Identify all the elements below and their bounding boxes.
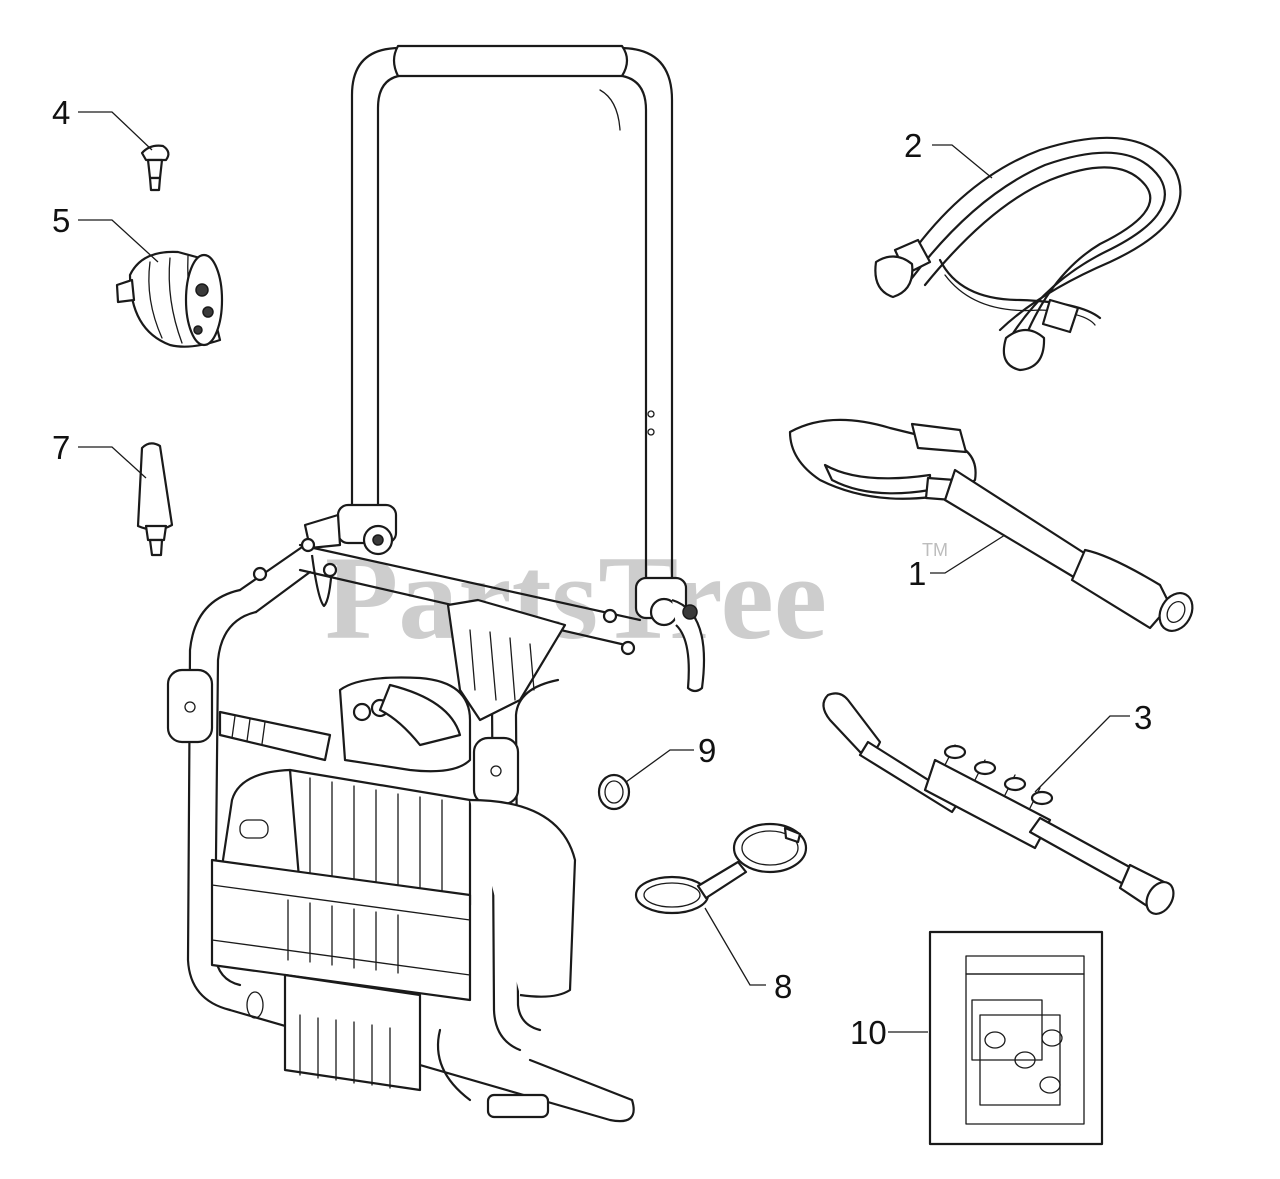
part-multi-nozzle-turret — [115, 250, 224, 348]
part-turbo-nozzle — [136, 442, 174, 557]
callout-1: 1 — [908, 555, 926, 592]
callout-3: 3 — [1134, 699, 1152, 736]
watermark-trademark: TM — [922, 540, 948, 560]
callout-5: 5 — [52, 202, 70, 239]
part-lance-wand — [822, 692, 1175, 915]
callout-2: 2 — [904, 127, 922, 164]
pressure-washer-main-unit — [166, 44, 706, 1123]
part-hardware-bag — [928, 930, 1104, 1146]
part-plug — [597, 773, 631, 811]
part-cap-retainer — [634, 822, 808, 915]
callout-labels: 4 5 7 2 1 3 9 8 10 — [52, 94, 1152, 1051]
callout-10: 10 — [850, 1014, 887, 1051]
callout-7: 7 — [52, 429, 70, 466]
part-spray-gun — [788, 418, 1194, 632]
watermark: PartsTree TM — [325, 531, 948, 664]
callout-4: 4 — [52, 94, 70, 131]
watermark-brand: PartsTree — [325, 531, 827, 664]
callout-8: 8 — [774, 968, 792, 1005]
callout-9: 9 — [698, 732, 716, 769]
part-high-pressure-hose — [874, 136, 1182, 372]
leader-lines — [78, 111, 1130, 1033]
part-quick-connect-nozzle — [140, 144, 170, 192]
